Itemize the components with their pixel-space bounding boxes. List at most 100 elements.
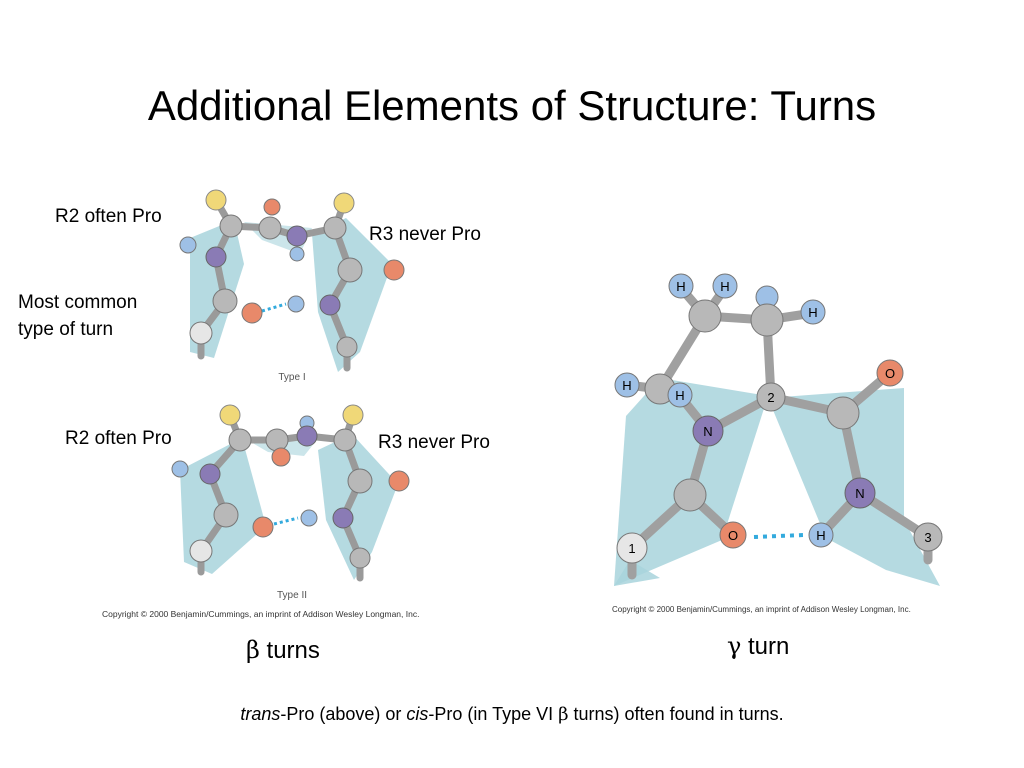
gamma-h2-label: H bbox=[720, 279, 729, 294]
type2-o-right-atom bbox=[388, 470, 410, 492]
footnote-part2: -Pro (in Type VI bbox=[428, 704, 559, 724]
gamma-h6-atom bbox=[667, 382, 693, 408]
gamma-c-left-atom bbox=[673, 478, 707, 512]
type1-beta-turn-diagram: Type I bbox=[179, 189, 405, 383]
type2-n-top-atom bbox=[296, 425, 318, 447]
gamma-n-left-label: N bbox=[703, 424, 712, 439]
type2-beta-turn-diagram: Type II Copyright © 2000 Benjamin/Cummin… bbox=[102, 404, 419, 619]
gamma-h4-atom bbox=[800, 299, 826, 325]
most-common-line2: type of turn bbox=[18, 319, 114, 340]
gamma-h6-label: H bbox=[675, 388, 684, 403]
type1-h-right-atom bbox=[287, 295, 305, 313]
gamma-h5-label: H bbox=[622, 378, 631, 393]
type1-caption: Type I bbox=[278, 372, 305, 383]
type1-r3-label: R3 never Pro bbox=[369, 224, 481, 245]
gamma-h-bottom-atom bbox=[808, 522, 834, 548]
type1-o-top-atom bbox=[263, 198, 281, 216]
type1-r2-label: R2 often Pro bbox=[55, 206, 162, 227]
footnote-trans: trans bbox=[240, 704, 281, 724]
type1-n-right-atom bbox=[319, 294, 341, 316]
type1-c2-atom bbox=[219, 214, 243, 238]
gamma-h1-label: H bbox=[676, 279, 685, 294]
gamma-hbond bbox=[753, 533, 805, 539]
type1-o-right-atom bbox=[383, 259, 405, 281]
type2-n-right-atom bbox=[332, 507, 354, 529]
type2-caption: Type II bbox=[277, 590, 307, 601]
type1-c-left-atom bbox=[212, 288, 238, 314]
type1-c-top-atom bbox=[258, 216, 282, 240]
most-common-line1: Most common bbox=[18, 292, 138, 313]
type2-c1-atom bbox=[189, 539, 213, 563]
type2-n-left-atom bbox=[199, 463, 221, 485]
gamma-o-bottom-atom bbox=[719, 521, 747, 549]
type1-o-left-atom bbox=[241, 302, 263, 324]
gamma-n-left-atom bbox=[692, 415, 724, 447]
gamma-h1-atom bbox=[668, 273, 694, 299]
gamma-turn-text: turn bbox=[741, 633, 790, 660]
type1-r3-atom bbox=[333, 192, 355, 214]
type1-h-left-atom bbox=[179, 236, 197, 254]
gamma-h-bottom-label: H bbox=[816, 528, 825, 543]
gamma-c2-label: 2 bbox=[767, 390, 774, 405]
gamma-c2-atom bbox=[756, 382, 786, 412]
gamma-c-right-atom bbox=[826, 396, 860, 430]
gamma-c1-atom bbox=[616, 532, 648, 564]
gamma-ca-right-atom bbox=[750, 303, 784, 337]
gamma-turn-diagram: H H H H H 2 O N N O H 1 3 Copyright © 20… bbox=[612, 273, 943, 614]
type2-hbond bbox=[273, 516, 299, 526]
beta-symbol: β bbox=[246, 636, 260, 664]
type2-h-right-atom bbox=[300, 509, 318, 527]
type2-c4-atom bbox=[349, 547, 371, 569]
gamma-turn-caption: γ turn bbox=[727, 632, 789, 661]
gamma-o-bottom-label: O bbox=[728, 528, 738, 543]
type2-r3-atom bbox=[342, 404, 364, 426]
gamma-ribbon-tail-left bbox=[614, 560, 660, 586]
type1-c3-atom bbox=[323, 216, 347, 240]
type2-c2-atom bbox=[228, 428, 252, 452]
type1-ribbon-right bbox=[312, 218, 392, 372]
footnote: trans-Pro (above) or cis-Pro (in Type VI… bbox=[0, 704, 1024, 725]
footnote-beta: β bbox=[558, 704, 569, 725]
footnote-part1: -Pro (above) or bbox=[280, 704, 407, 724]
type1-r2-atom bbox=[205, 189, 227, 211]
gamma-h4-label: H bbox=[808, 305, 817, 320]
type2-c3-atom bbox=[333, 428, 357, 452]
type2-r2-label: R2 often Pro bbox=[65, 428, 172, 449]
gamma-o-top-label: O bbox=[885, 366, 895, 381]
type2-c-right-atom bbox=[347, 468, 373, 494]
gamma-c3-label: 3 bbox=[924, 530, 931, 545]
type1-n-left-atom bbox=[205, 246, 227, 268]
gamma-c3-atom bbox=[913, 522, 943, 552]
gamma-o-top-atom bbox=[876, 359, 904, 387]
gamma-c1-label: 1 bbox=[628, 541, 635, 556]
type2-c-left-atom bbox=[213, 502, 239, 528]
type1-c-right-atom bbox=[337, 257, 363, 283]
most-common-label: Most common type of turn bbox=[18, 289, 137, 343]
footnote-cis: cis bbox=[406, 704, 429, 724]
footnote-part3: turns) often found in turns. bbox=[568, 704, 784, 724]
type1-n-top-atom bbox=[286, 225, 308, 247]
type2-c-top-atom bbox=[265, 428, 289, 452]
beta-copyright: Copyright © 2000 Benjamin/Cummings, an i… bbox=[102, 609, 419, 619]
type1-c4-atom bbox=[336, 336, 358, 358]
gamma-ca-left-atom bbox=[688, 299, 722, 333]
type2-o-top-atom bbox=[271, 447, 291, 467]
beta-turns-text: turns bbox=[259, 637, 320, 664]
gamma-h2-atom bbox=[712, 273, 738, 299]
gamma-symbol: γ bbox=[727, 632, 742, 660]
gamma-n-right-label: N bbox=[855, 486, 864, 501]
type1-h-top-atom bbox=[289, 246, 305, 262]
type2-r2-atom bbox=[219, 404, 241, 426]
beta-turns-caption: β turns bbox=[246, 636, 320, 665]
type2-r3-label: R3 never Pro bbox=[378, 432, 490, 453]
gamma-n-right-atom bbox=[844, 477, 876, 509]
type2-ribbon-right bbox=[318, 434, 398, 580]
gamma-copyright: Copyright © 2000 Benjamin/Cummings, an i… bbox=[612, 605, 911, 614]
type1-hbond bbox=[261, 302, 287, 313]
type2-o-left-atom bbox=[252, 516, 274, 538]
type2-h-left-atom bbox=[171, 460, 189, 478]
type1-c1-atom bbox=[189, 321, 213, 345]
page-title: Additional Elements of Structure: Turns bbox=[147, 82, 877, 129]
gamma-h5-atom bbox=[614, 372, 640, 398]
